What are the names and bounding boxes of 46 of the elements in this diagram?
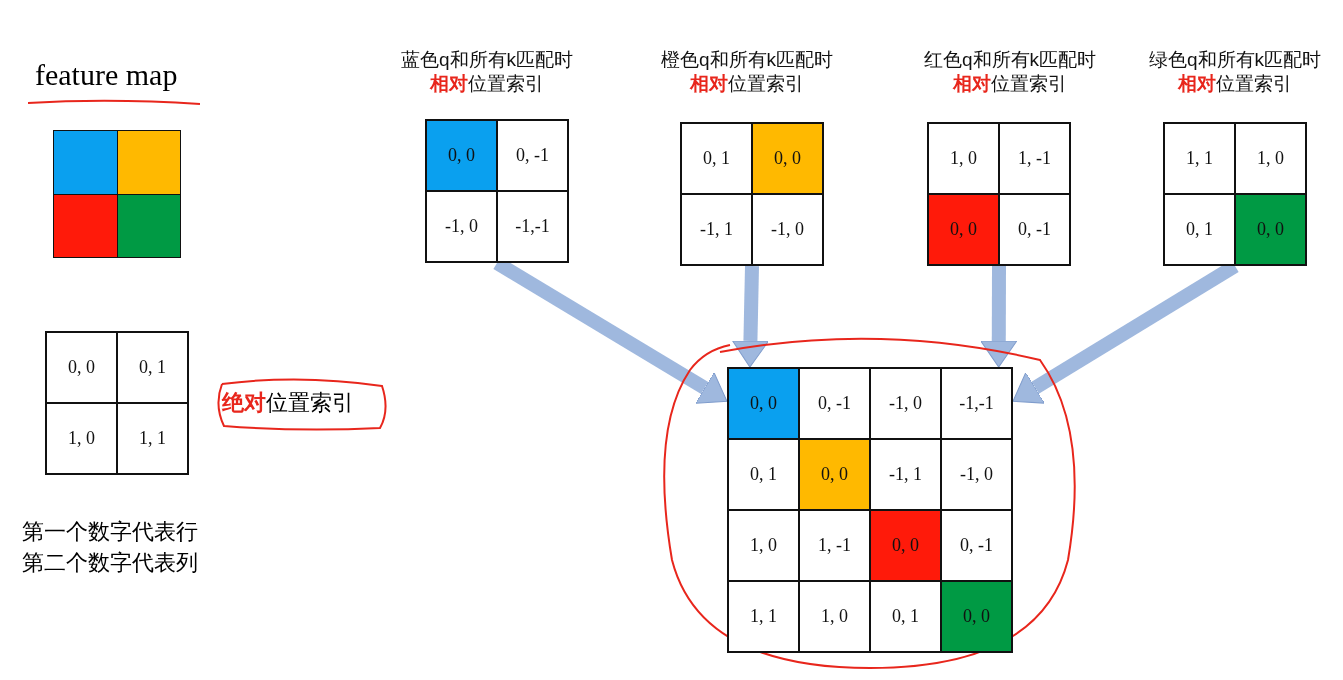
- grid-cell: 0, 0: [427, 121, 496, 190]
- grid-cell: 1, 1: [1165, 124, 1234, 193]
- grid-cell: -1, 1: [871, 440, 940, 509]
- grid-cell: 0, 1: [118, 333, 187, 402]
- grid-heading: 蓝色q和所有k匹配时相对位置索引: [399, 48, 575, 96]
- grid-cell: 0, 1: [682, 124, 751, 193]
- grid-cell: -1,-1: [942, 369, 1011, 438]
- grid-cell: 0, 0: [47, 333, 116, 402]
- grid-cell: -1,-1: [498, 192, 567, 261]
- grid-cell: 1, 0: [47, 404, 116, 473]
- grid-cell: 1, 1: [729, 582, 798, 651]
- grid-cell: 0, -1: [942, 511, 1011, 580]
- grid-cell: 0, 1: [871, 582, 940, 651]
- grid-cell: 1, 0: [1236, 124, 1305, 193]
- grid-cell: 0, 0: [800, 440, 869, 509]
- grid-cell: -1, 0: [753, 195, 822, 264]
- feature-map-title: feature map: [35, 58, 178, 92]
- grid-cell: 1, -1: [1000, 124, 1069, 193]
- grid-cell: 0, 1: [1165, 195, 1234, 264]
- grid-cell: 0, 1: [729, 440, 798, 509]
- grid-heading: 红色q和所有k匹配时相对位置索引: [922, 48, 1098, 96]
- grid-cell: 0, 0: [729, 369, 798, 438]
- grid-heading: 绿色q和所有k匹配时相对位置索引: [1147, 48, 1323, 96]
- grid-cell: 0, 0: [1236, 195, 1305, 264]
- grid-cell: -1, 0: [871, 369, 940, 438]
- grid-cell: 0, 0: [929, 195, 998, 264]
- absolute-index-label: 绝对位置索引: [222, 389, 354, 417]
- grid-cell: 0, -1: [800, 369, 869, 438]
- grid-cell: 1, 0: [929, 124, 998, 193]
- grid-cell: 1, 0: [729, 511, 798, 580]
- grid-cell: -1, 0: [942, 440, 1011, 509]
- grid-cell: -1, 0: [427, 192, 496, 261]
- grid-cell: 0, 0: [871, 511, 940, 580]
- grid-cell: 1, 0: [800, 582, 869, 651]
- grid-cell: 0, 0: [942, 582, 1011, 651]
- grid-cell: 1, -1: [800, 511, 869, 580]
- grid-cell: 0, 0: [753, 124, 822, 193]
- arrow: [980, 265, 1018, 368]
- note-text: 第一个数字代表行: [22, 518, 198, 546]
- grid-cell: 0, -1: [498, 121, 567, 190]
- grid-cell: 1, 1: [118, 404, 187, 473]
- grid-cell: -1, 1: [682, 195, 751, 264]
- grid-cell: 0, -1: [1000, 195, 1069, 264]
- arrow: [731, 265, 769, 368]
- note-text: 第二个数字代表列: [22, 549, 198, 577]
- grid-heading: 橙色q和所有k匹配时相对位置索引: [659, 48, 835, 96]
